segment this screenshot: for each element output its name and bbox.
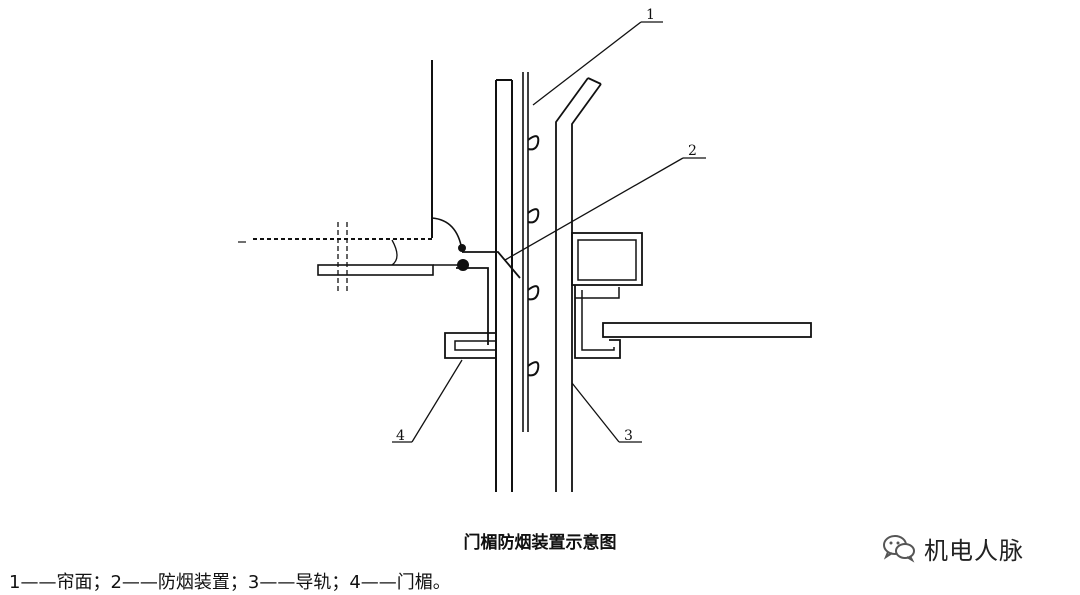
left-wall	[238, 60, 463, 292]
smoke-device	[456, 244, 521, 345]
callout-1: 1	[646, 7, 655, 23]
inner-post	[495, 79, 513, 492]
callout-2: 2	[688, 143, 697, 159]
watermark-text: 机电人脉	[924, 536, 1024, 565]
guide-rail	[555, 77, 812, 492]
smoke-barrier-diagram: 1 2 3 4	[238, 7, 812, 492]
leader-lines	[392, 21, 706, 443]
watermark: 机电人脉	[882, 531, 1024, 565]
lintel	[444, 332, 496, 359]
legend-text: 1——帘面；2——防烟装置；3——导轨；4——门楣。	[9, 572, 451, 593]
callout-3: 3	[624, 428, 633, 444]
callout-4: 4	[396, 428, 405, 444]
diagram-caption: 门楣防烟装置示意图	[463, 533, 617, 553]
wechat-icon	[883, 535, 915, 563]
curtain	[522, 72, 540, 432]
